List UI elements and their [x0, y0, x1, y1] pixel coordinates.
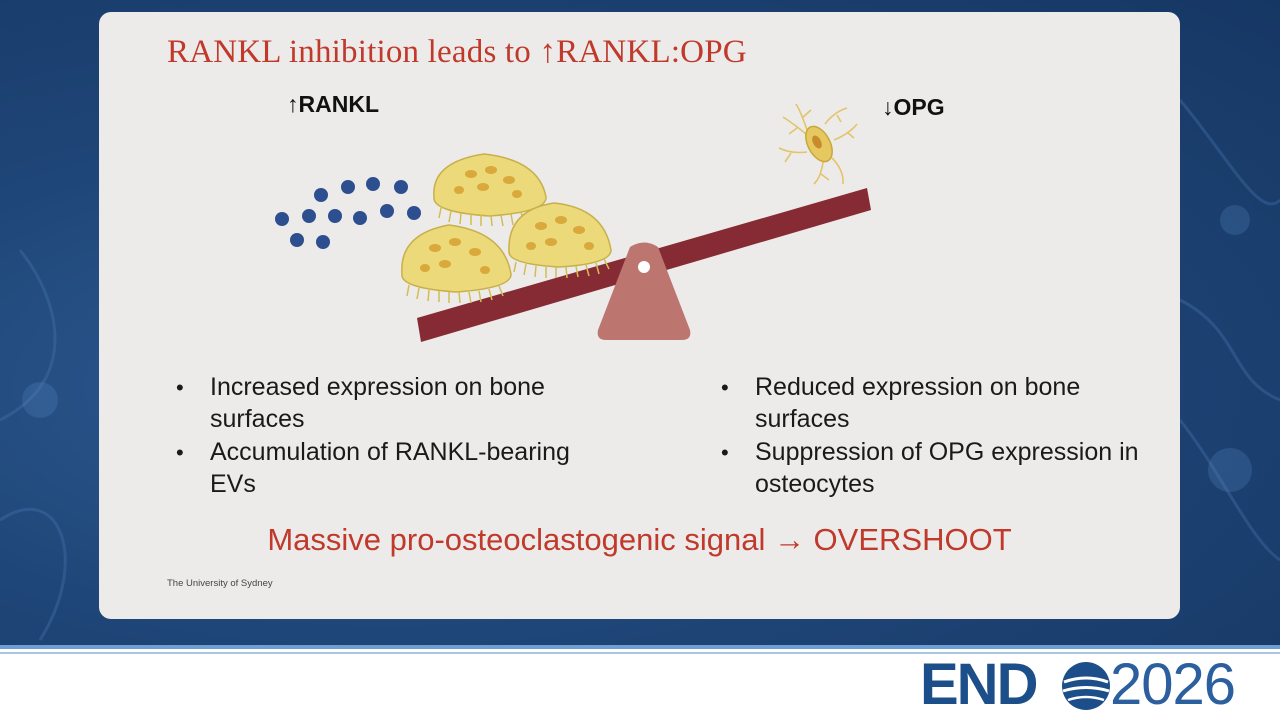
vesicle-icon — [394, 180, 408, 194]
vesicle-icon — [314, 188, 328, 202]
vesicle-icon — [328, 209, 342, 223]
footer-stripe — [0, 645, 1280, 649]
vesicle-icon — [353, 211, 367, 225]
vesicle-icon — [341, 180, 355, 194]
seesaw-illustration — [275, 103, 871, 342]
osteoclast-icon — [433, 153, 547, 227]
vesicle-cluster — [275, 177, 421, 249]
globe-icon — [1062, 662, 1110, 710]
vesicle-icon — [407, 206, 421, 220]
list-item: Reduced expression on bone surfaces — [721, 372, 1141, 435]
osteoclast-icon — [508, 202, 612, 279]
institution-footer: The University of Sydney — [167, 578, 273, 589]
footer-stripe — [0, 652, 1280, 654]
conclusion-text: Massive pro-osteoclastogenic signal → OV… — [267, 522, 1012, 557]
osteoclast-icon — [401, 224, 512, 304]
fulcrum-icon — [597, 242, 691, 340]
osteocyte-icon — [778, 103, 858, 185]
logo-year: 2026 — [1110, 652, 1236, 717]
fulcrum-pivot — [638, 261, 650, 273]
list-item: Suppression of OPG expression in osteocy… — [721, 437, 1141, 500]
rankl-heading: ↑RANKL — [287, 91, 379, 117]
vesicle-icon — [316, 235, 330, 249]
endo-2026-logo: END 2026 — [920, 655, 1270, 715]
vesicle-icon — [302, 209, 316, 223]
footer-stripe — [0, 649, 1280, 652]
slide-card: RANKL inhibition leads to ↑RANKL:OPG ↑RA… — [99, 12, 1180, 619]
logo-word: END — [920, 652, 1038, 717]
opg-bullet-list: Reduced expression on bone surfaces Supp… — [721, 372, 1141, 502]
vesicle-icon — [366, 177, 380, 191]
list-item: Increased expression on bone surfaces — [176, 372, 616, 435]
vesicle-icon — [290, 233, 304, 247]
slide-title: RANKL inhibition leads to ↑RANKL:OPG — [167, 34, 747, 70]
opg-heading: ↓OPG — [882, 94, 945, 120]
rankl-bullet-list: Increased expression on bone surfaces Ac… — [176, 372, 616, 502]
vesicle-icon — [275, 212, 289, 226]
list-item: Accumulation of RANKL-bearing EVs — [176, 437, 616, 500]
vesicle-icon — [380, 204, 394, 218]
